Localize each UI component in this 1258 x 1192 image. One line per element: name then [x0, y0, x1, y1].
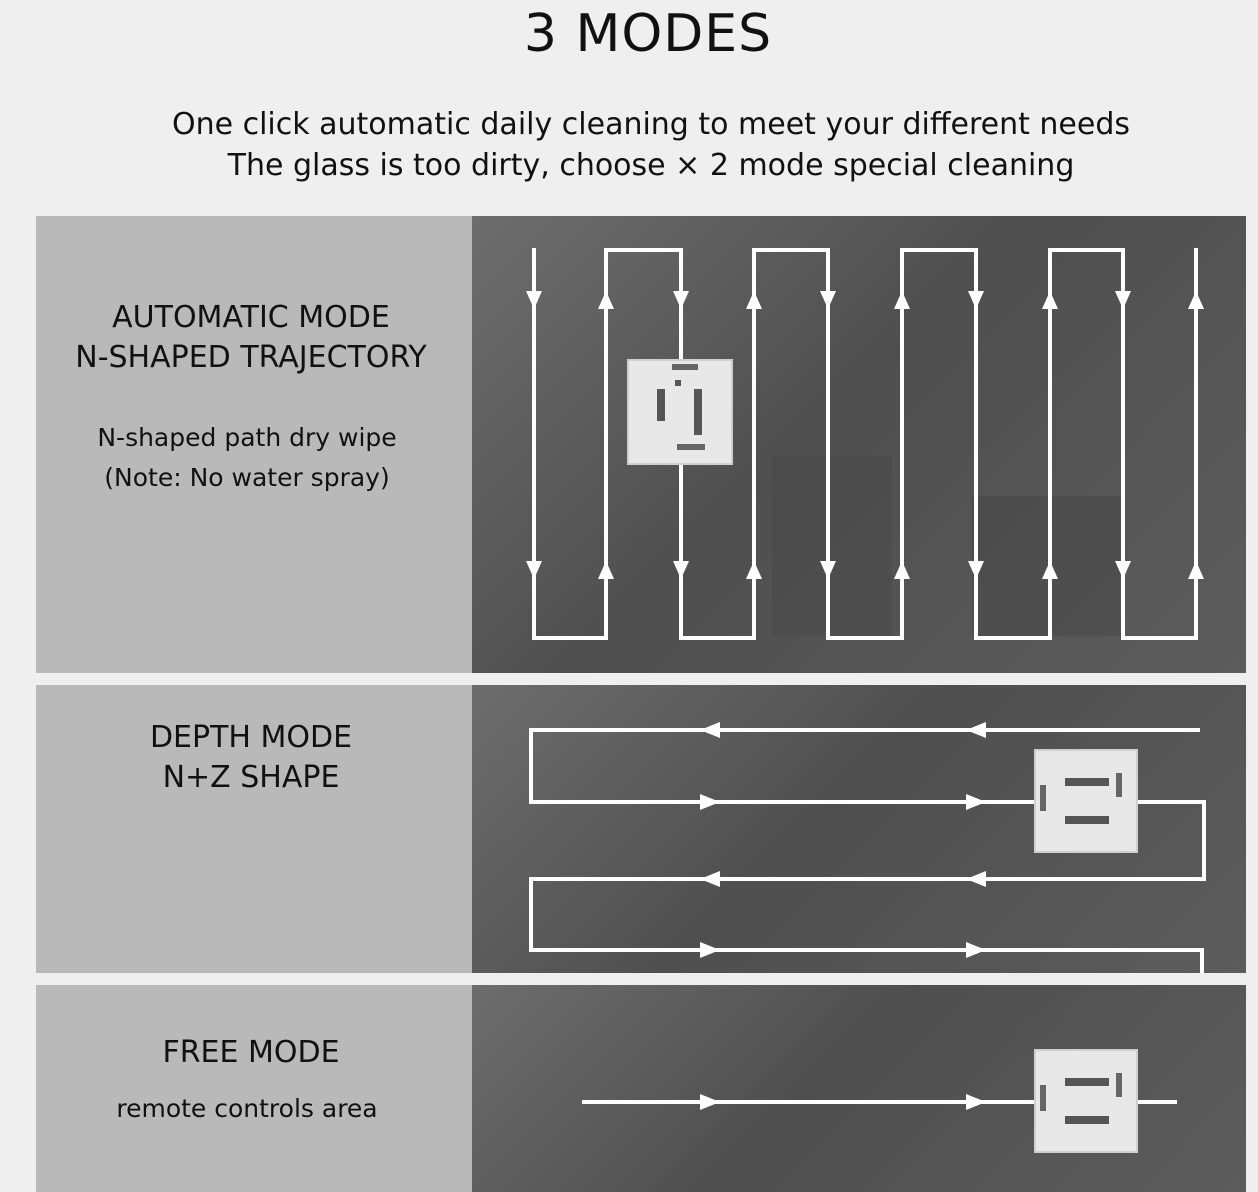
arrow-icon [1042, 291, 1058, 309]
depth-mode-panel: DEPTH MODE N+Z SHAPE [36, 685, 1246, 973]
mode-desc-line-1: remote controls area [116, 1094, 378, 1123]
arrow-icon [968, 561, 984, 579]
mode-name-line-2: N+Z SHAPE [162, 760, 340, 795]
automatic-mode-illustration [472, 216, 1246, 673]
free-mode-trajectory-diagram [582, 1049, 1177, 1153]
arrow-icon [700, 871, 720, 887]
arrow-icon [1115, 291, 1131, 309]
arrow-icon [820, 291, 836, 309]
page-subtitle: One click automatic daily cleaning to me… [0, 104, 1258, 186]
depth-mode-label-area: DEPTH MODE N+Z SHAPE [36, 685, 472, 973]
subtitle-line-1: One click automatic daily cleaning to me… [171, 107, 1131, 142]
mode-name-line-1: AUTOMATIC MODE [112, 300, 390, 335]
depth-mode-illustration [472, 685, 1246, 973]
window-cleaning-robot-icon [1034, 749, 1138, 853]
arrow-icon [700, 794, 720, 810]
arrow-icon [746, 291, 762, 309]
arrow-icon [1115, 561, 1131, 579]
arrow-icon [700, 942, 720, 958]
arrow-icon [700, 1094, 720, 1110]
arrow-icon [966, 794, 986, 810]
arrow-icon [746, 561, 762, 579]
arrow-icon [673, 561, 689, 579]
arrow-icon [1042, 561, 1058, 579]
mode-name-line-1: DEPTH MODE [149, 720, 353, 755]
arrow-icon [526, 291, 542, 309]
mode-name-line-2: N-SHAPED TRAJECTORY [75, 340, 427, 375]
n-shaped-trajectory-diagram [526, 248, 1204, 640]
arrow-icon [1188, 561, 1204, 579]
arrow-icon [598, 291, 614, 309]
arrow-icon [894, 561, 910, 579]
arrow-icon [966, 722, 986, 738]
mode-desc-line-2: (Note: No water spray) [104, 463, 390, 492]
arrow-icon [673, 291, 689, 309]
arrow-icon [700, 722, 720, 738]
arrow-icon [968, 291, 984, 309]
free-mode-panel: FREE MODE remote controls area [36, 985, 1246, 1192]
mode-desc-line-1: N-shaped path dry wipe [97, 423, 397, 452]
arrow-icon [820, 561, 836, 579]
arrow-icon [1188, 291, 1204, 309]
window-cleaning-robot-icon [1034, 1049, 1138, 1153]
window-cleaning-robot-icon [627, 359, 733, 465]
n-path [532, 248, 1198, 640]
arrow-icon [966, 942, 986, 958]
arrow-icon [526, 561, 542, 579]
mode-name-line-1: FREE MODE [162, 1035, 340, 1070]
free-mode-illustration [472, 985, 1246, 1192]
arrow-icon [966, 1094, 986, 1110]
n-z-shape-trajectory-diagram [529, 722, 1206, 973]
arrow-icon [966, 871, 986, 887]
page-title: 3 MODES [523, 4, 773, 64]
automatic-mode-label-area: AUTOMATIC MODE N-SHAPED TRAJECTORY N-sha… [36, 216, 472, 673]
arrow-icon [598, 561, 614, 579]
free-mode-label-area: FREE MODE remote controls area [36, 985, 472, 1192]
arrow-icon [894, 291, 910, 309]
subtitle-line-2: The glass is too dirty, choose × 2 mode … [227, 148, 1075, 183]
automatic-mode-panel: AUTOMATIC MODE N-SHAPED TRAJECTORY N-sha… [36, 216, 1246, 673]
